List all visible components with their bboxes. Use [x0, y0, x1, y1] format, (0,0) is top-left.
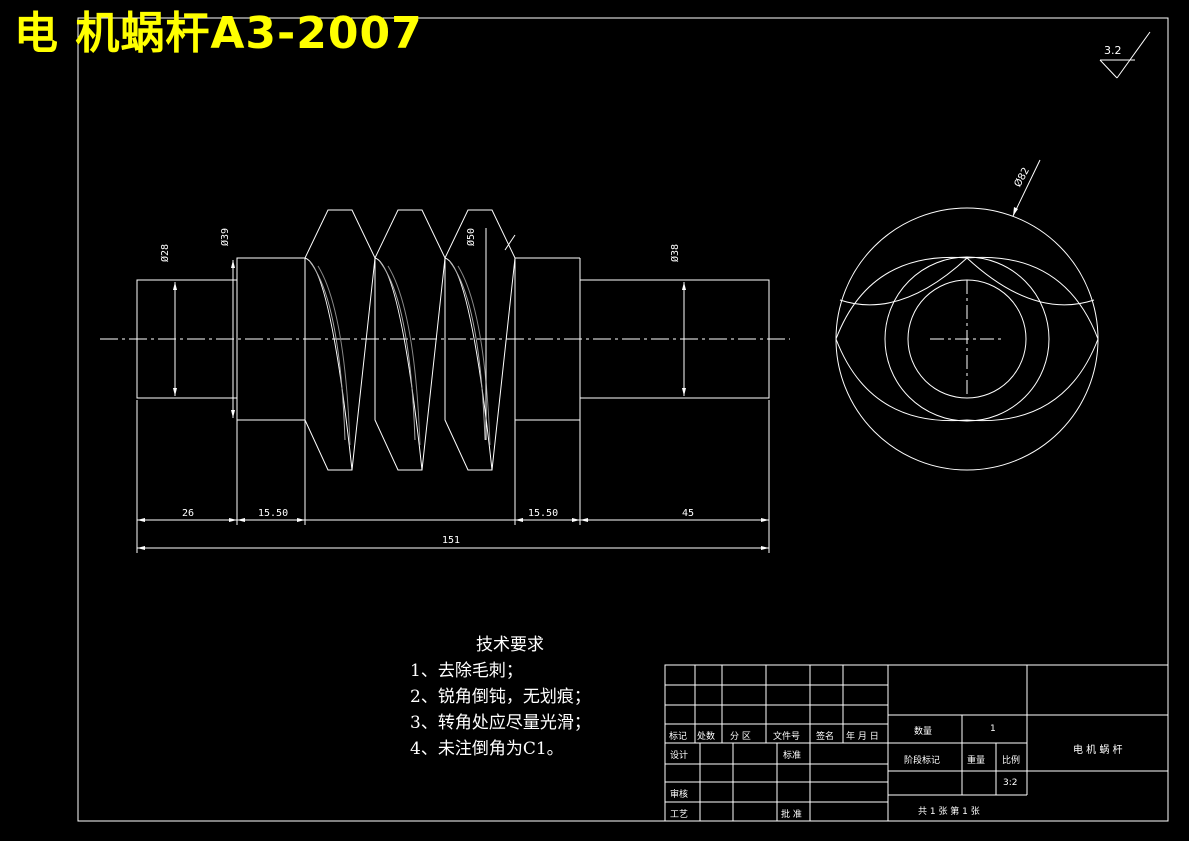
roughness-value: 3.2	[1104, 44, 1122, 57]
tb-sheets: 共 1 张 第 1 张	[918, 807, 980, 817]
diameter-dims	[174, 228, 685, 440]
dim-d38: Ø38	[670, 243, 681, 262]
dim-d50: Ø50	[466, 227, 477, 246]
shaft-outline	[136, 257, 770, 421]
dim-1550-right: 15.50	[528, 508, 559, 519]
tech-item: 3、转角处应尽量光滑；	[410, 713, 591, 733]
tb-shuliang: 数量	[914, 727, 933, 737]
worm-threads	[304, 209, 516, 471]
tech-item: 4、未注倒角为C1。	[410, 739, 564, 759]
tb-bili: 比例	[1002, 756, 1021, 766]
tb-gongyi: 工艺	[670, 810, 689, 820]
tb-biaoji: 标记	[669, 732, 688, 742]
tb-shenhe: 审核	[670, 790, 689, 800]
drawing-title: 电 机蜗杆A3-2007	[14, 8, 423, 59]
tech-item: 2、锐角倒钝，无划痕；	[410, 687, 591, 707]
tb-scale: 3:2	[1003, 778, 1018, 788]
length-dims	[136, 400, 770, 553]
tb-qianming: 签名	[816, 732, 835, 742]
dim-45: 45	[682, 508, 695, 519]
tech-requirements: 技术要求 1、去除毛刺； 2、锐角倒钝，无划痕； 3、转角处应尽量光滑； 4、未…	[410, 632, 591, 762]
tech-heading: 技术要求	[476, 635, 544, 655]
drawing-frame	[77, 17, 1169, 822]
tb-pizhun: 批 准	[781, 810, 802, 820]
tb-chushu: 处数	[697, 732, 716, 742]
tb-partname: 电 机 蜗 杆	[1073, 745, 1123, 756]
length-arrows	[137, 518, 769, 550]
dim-arrows	[173, 260, 686, 418]
tb-sheji: 设计	[670, 751, 689, 761]
d82-arrow	[1013, 207, 1018, 216]
dim-26: 26	[182, 508, 195, 519]
tb-zhongliang: 重量	[967, 756, 986, 766]
side-view	[835, 159, 1099, 471]
dim-d28: Ø28	[160, 243, 171, 262]
tb-nianyueri: 年 月 日	[846, 732, 879, 742]
title-block-grid	[664, 664, 1169, 822]
tb-qty: 1	[990, 724, 996, 734]
tb-jieduanbiaoji: 阶段标记	[904, 756, 941, 766]
tb-wenjianhao: 文件号	[773, 732, 801, 742]
dim-151: 151	[442, 535, 461, 546]
dim-d39: Ø39	[220, 227, 231, 246]
dim-1550-left: 15.50	[258, 508, 289, 519]
roughness-symbol	[1099, 31, 1151, 79]
tb-biaozhun: 标准	[783, 751, 802, 761]
tb-fenqu: 分 区	[730, 732, 751, 742]
tech-item: 1、去除毛刺；	[410, 661, 523, 681]
